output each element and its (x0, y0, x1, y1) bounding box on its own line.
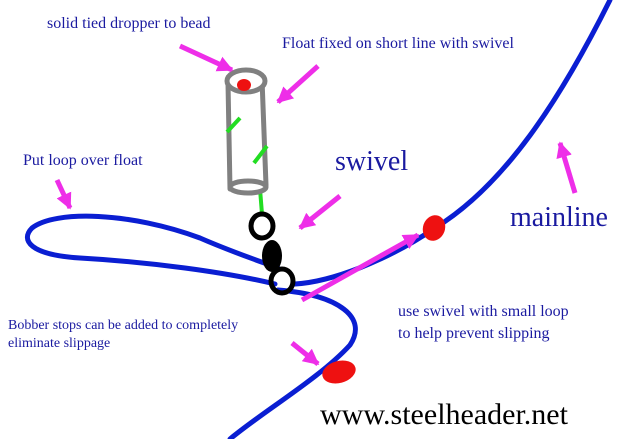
label-mainline: mainline (510, 202, 608, 233)
swivel-icon (248, 211, 296, 296)
leader-line (227, 287, 358, 439)
label-use-line2: to help prevent slipping (398, 325, 550, 342)
arrow-loop (54, 178, 73, 210)
arrow-use-swivel (300, 232, 420, 303)
bobber-stop-bead-upper (422, 215, 446, 241)
arrow-dropper (178, 43, 234, 73)
arrow-swivel (298, 194, 342, 230)
label-loop-over: Put loop over float (23, 152, 143, 169)
label-bobber-line2: eliminate slippage (8, 336, 110, 351)
bobber-stop-bead-lower (322, 360, 356, 384)
mainline-curve (292, 0, 613, 287)
dropper-bead (237, 79, 251, 91)
label-dropper: solid tied dropper to bead (47, 15, 211, 32)
float-icon (224, 67, 269, 196)
label-use-line1: use swivel with small loop (398, 303, 569, 320)
label-float-fixed: Float fixed on short line with swivel (282, 35, 515, 52)
arrow-float-fixed (276, 64, 320, 104)
label-swivel: swivel (335, 146, 408, 177)
line-loop (25, 213, 281, 287)
label-bobber-line1: Bobber stops can be added to completely (8, 318, 238, 333)
arrow-bobber-stop (290, 341, 320, 366)
arrow-mainline (556, 141, 578, 194)
label-website: www.steelheader.net (320, 398, 569, 431)
